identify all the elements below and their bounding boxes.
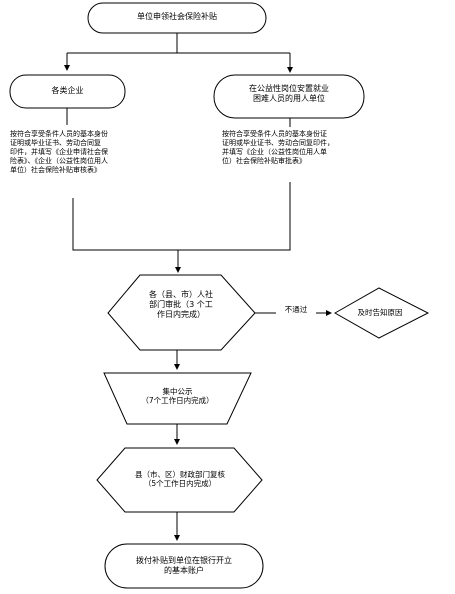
finance-node-label: 县（市、区）财政部门复核 （5个工作日内完成） (135, 470, 225, 489)
reject-edge-label: 不通过 (276, 305, 316, 315)
branch-right-label: 在公益性岗位安置就业 困难人员的用人单位 (249, 84, 329, 103)
merge-connector (72, 182, 291, 251)
publicity-node-shape (103, 372, 252, 425)
finance-node-shape (96, 447, 263, 513)
branch-left-label: 各类企业 (51, 86, 84, 95)
review-node-label: 各（县、市）人社 部门审批（3 个工 作日内完成） (149, 290, 213, 319)
reject-node-shape (333, 287, 430, 339)
payment-node-label: 拨付补贴到单位在银行开立 的基本账户 (136, 556, 232, 575)
publicity-node-label: 集中公示 （7个工作日内完成） (141, 387, 214, 406)
start-node-label: 单位申领社会保险补贴 (137, 12, 217, 21)
right-docs-note: 按符合享受条件人员的基本身份证 证明或毕业证书、劳动合同复印件， 并填写《企业（… (222, 130, 334, 166)
left-docs-note: 按符合享受条件人员的基本身份 证明或毕业证书、劳动合同复 印件，并填写《企业申请… (10, 130, 108, 175)
payment-node-shape (104, 543, 264, 589)
review-node-shape (107, 274, 256, 351)
branch-right-shape (213, 74, 365, 119)
reject-node-label: 及时告知原因 (357, 308, 403, 317)
split-connector (66, 33, 291, 70)
